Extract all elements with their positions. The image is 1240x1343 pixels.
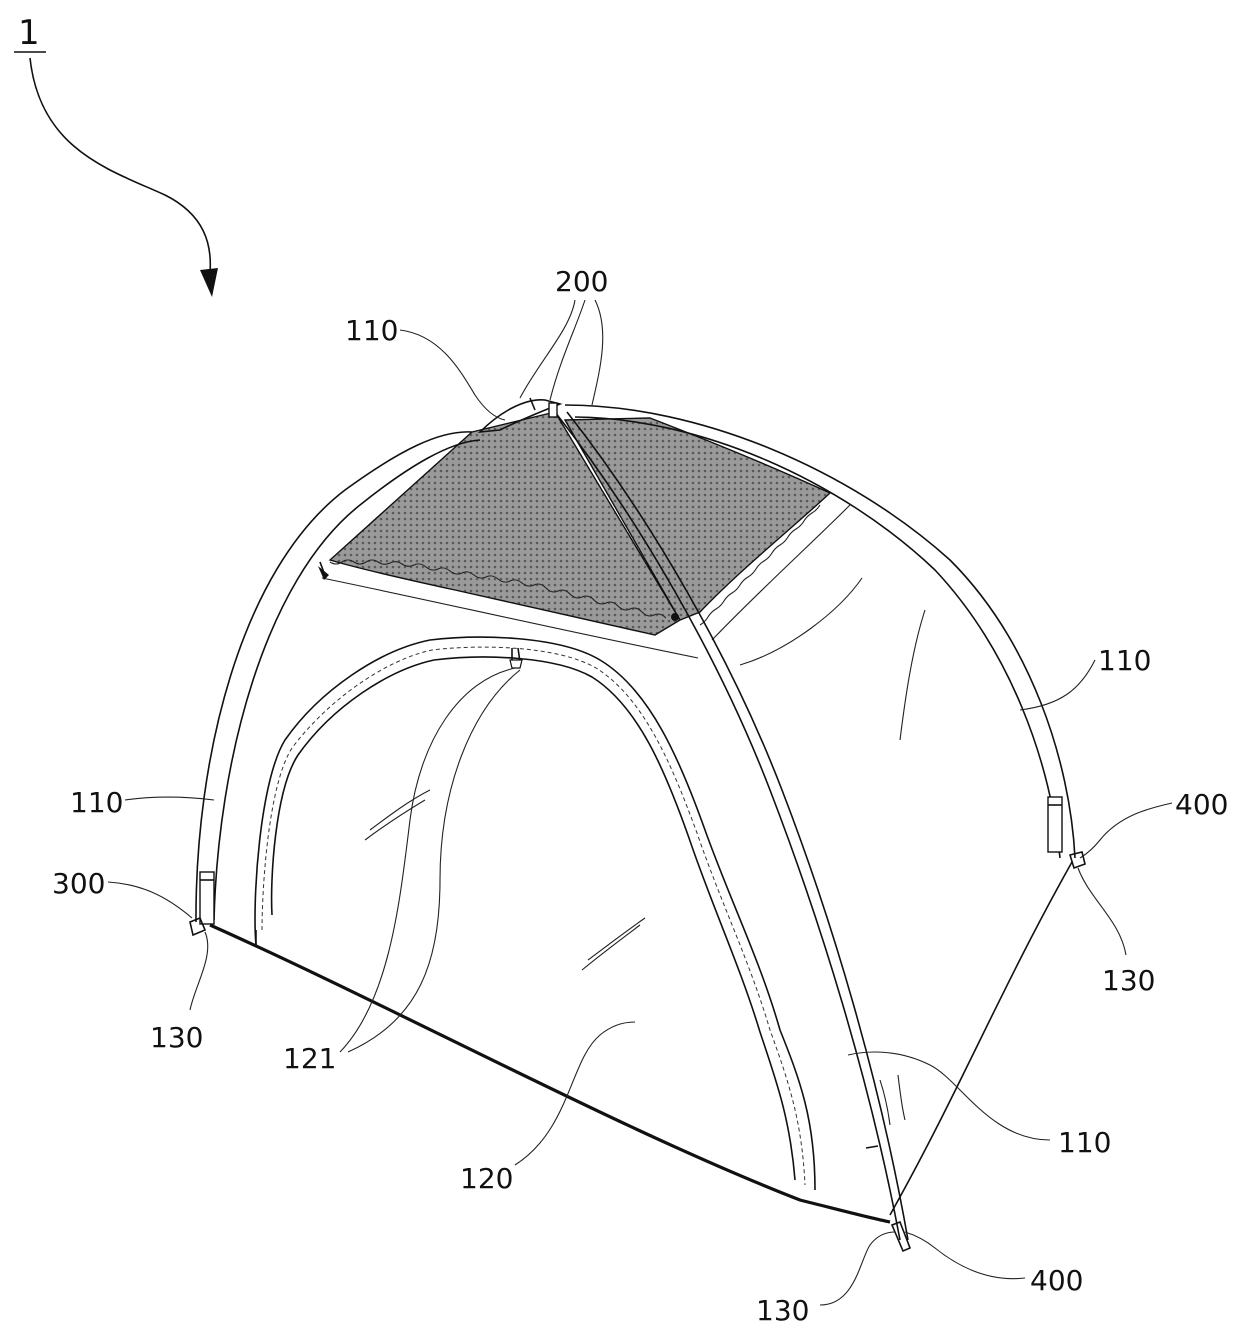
label-400-front: 400 — [1030, 1264, 1083, 1297]
label-110-left: 110 — [70, 786, 123, 819]
label-130-left: 130 — [150, 1021, 203, 1054]
label-130-right: 130 — [1102, 964, 1155, 997]
mesh-hem-right — [699, 504, 821, 626]
fabric-folds — [364, 577, 926, 1126]
main-reference-leader — [29, 57, 212, 273]
tent-body — [189, 397, 1086, 1253]
mesh-window — [328, 411, 832, 636]
arrowhead-icon — [200, 268, 218, 297]
label-200: 200 — [555, 265, 608, 298]
main-reference-number: 1 — [18, 13, 40, 53]
label-110-top: 110 — [345, 314, 398, 347]
label-400-right: 400 — [1175, 788, 1228, 821]
reference-labels: 200 110 110 110 300 400 130 130 121 110 … — [52, 265, 1228, 1327]
door-zipper — [254, 636, 816, 1191]
label-110-front: 110 — [1058, 1126, 1111, 1159]
mesh-hem-right-lower — [711, 504, 851, 641]
label-120: 120 — [460, 1162, 513, 1195]
mesh-hem-left-lower — [321, 577, 699, 659]
leader-lines — [107, 299, 1173, 1306]
label-130-front: 130 — [756, 1294, 809, 1327]
label-110-right: 110 — [1098, 644, 1151, 677]
label-300: 300 — [52, 867, 105, 900]
mesh-hem-left — [329, 559, 667, 619]
label-121: 121 — [283, 1042, 336, 1075]
main-reference: 1 — [14, 13, 218, 297]
